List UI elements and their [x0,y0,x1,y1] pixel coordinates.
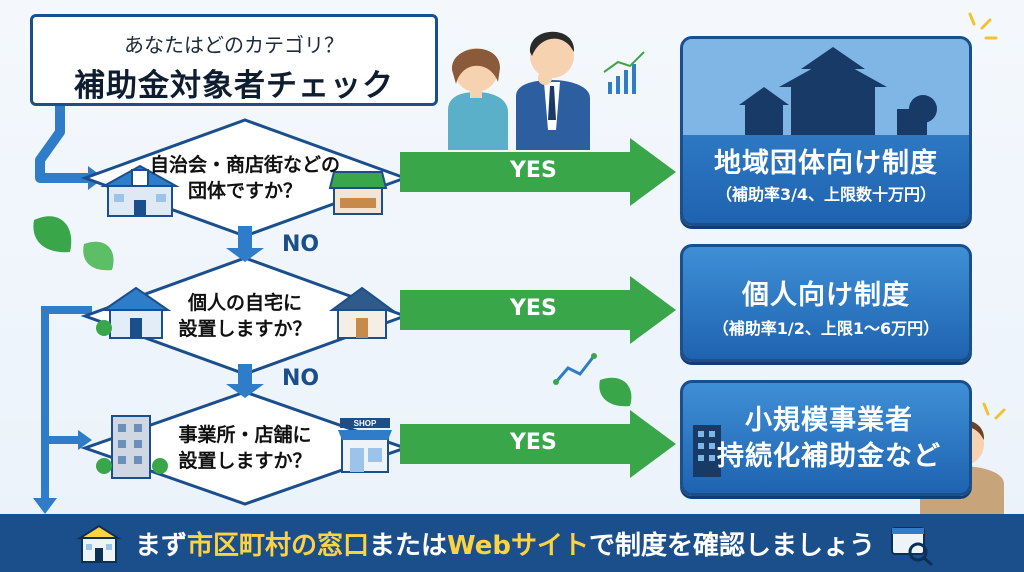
banner-highlight-office: 市区町村の窓口 [187,531,370,561]
yes-label-1: YES [510,158,557,183]
consulting-people-illustration [448,31,590,150]
result-3-title-line1: 小規模事業者 [745,405,913,436]
city-hall-icon [76,524,122,563]
result-2-subtitle: （補助率1/2、上限1〜6万円） [712,319,940,338]
banner-message: まず市区町村の窓口またはWebサイトで制度を確認しましょう [135,525,875,562]
banner-part3: で制度を確認しましょう [589,531,876,561]
banner-part1: まず [135,531,188,561]
town-hall-icon [100,164,180,217]
temple-icon [683,39,969,135]
result-3-title-line2: 持続化補助金など [717,441,941,472]
house-icon-right [328,286,396,339]
bottom-banner [0,514,1024,572]
flow-bypass-head [33,498,57,514]
yes-label-3: YES [510,430,557,455]
flow-bypass-line [41,306,92,500]
question-1-line1: 自治会・商店街などの [149,154,340,176]
shop-icon [338,418,392,473]
no-arrow-1-head [226,248,264,262]
banner-highlight-website: Webサイト [447,531,590,561]
question-2-line2: 設置しますか？ [178,318,312,340]
yes-label-2: YES [510,296,557,321]
result-box-community: 地域団体向け制度 （補助率3/4、上限数十万円） [680,36,972,226]
office-building-icon [96,415,168,479]
no-arrow-1-shaft [238,226,252,254]
no-label-2: NO [282,366,320,391]
question-1-line2: 団体ですか？ [187,180,302,202]
yes-arrow-1 [400,138,676,206]
no-arrow-2-head [226,384,264,398]
storefront-icon [328,171,388,215]
house-icon-left [96,286,172,339]
result-1-title: 地域団体向け制度 [714,148,938,179]
sparkle-icon [968,12,1006,420]
result-1-subtitle: （補助率3/4、上限数十万円） [715,185,937,204]
web-search-icon [891,527,933,566]
question-3-line1: 事業所・店舗に [178,424,312,446]
trend-line-icon [553,353,597,385]
page-title: 補助金対象者チェック [74,68,394,104]
result-box-business: 小規模事業者 持続化補助金など [680,380,972,496]
question-1-text: 自治会・商店街などの 団体ですか？ [140,152,350,204]
no-label-1: NO [282,232,320,257]
leaf-icon [33,216,72,253]
yes-arrow-2 [400,276,676,344]
leaf-icon [599,377,632,407]
title-box: あなたはどのカテゴリ？ 補助金対象者チェック [30,14,438,106]
shop-sign-label: SHOP [354,419,377,428]
yes-arrow-3 [400,410,676,478]
no-arrow-2-shaft [238,364,252,388]
flow-connector-start [35,106,92,183]
question-3-line2: 設置しますか？ [178,450,312,472]
result-2-title: 個人向け制度 [742,280,910,311]
result-box-individual: 個人向け制度 （補助率1/2、上限1〜6万円） [680,244,972,362]
leaf-icon [83,241,114,271]
question-2-text: 個人の自宅に 設置しますか？ [140,290,350,342]
result-3-title: 小規模事業者 持続化補助金など [713,403,945,475]
chart-icon [603,51,645,94]
building-icon [693,425,721,477]
question-2-line1: 個人の自宅に [187,292,302,314]
title-subtitle: あなたはどのカテゴリ？ [124,33,344,57]
banner-part2: または [369,531,448,561]
flow-connector-q3-head [78,430,92,450]
question-3-text: 事業所・店舗に 設置しますか？ [140,422,350,474]
